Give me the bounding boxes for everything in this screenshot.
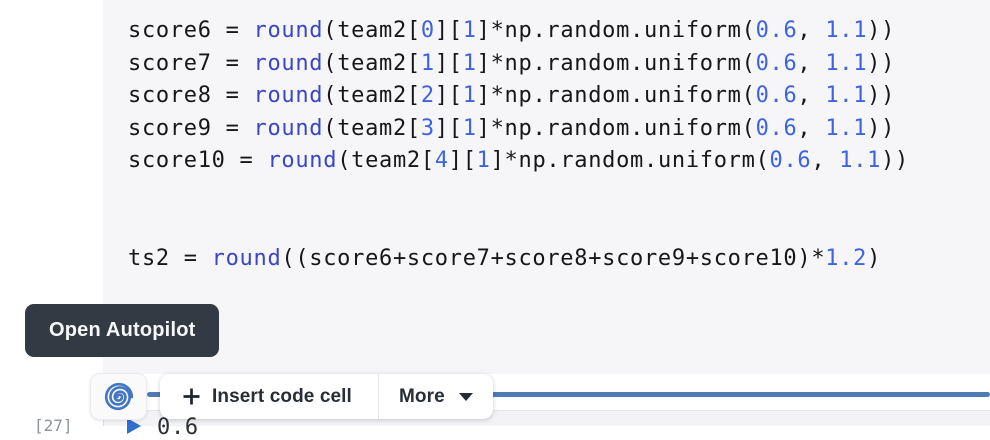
next-cell-code-fragment: 0.6 <box>157 415 199 440</box>
insert-code-cell-button[interactable]: Insert code cell <box>160 374 378 419</box>
insert-code-cell-label: Insert code cell <box>212 385 352 407</box>
spiral-icon <box>103 381 135 413</box>
chevron-down-icon <box>458 392 473 401</box>
autopilot-tooltip: Open Autopilot <box>25 304 220 357</box>
toolbar-divider <box>377 374 379 419</box>
insert-cell-indicator-line <box>147 392 990 397</box>
code-cell: score6 = round(team2[0][1]*np.random.uni… <box>103 0 990 374</box>
insert-toolbar: Insert code cell More <box>160 374 493 419</box>
autopilot-button[interactable] <box>90 373 147 420</box>
plus-icon <box>182 387 201 406</box>
more-label: More <box>398 385 445 407</box>
tooltip-label: Open Autopilot <box>49 319 196 341</box>
run-cell-button[interactable] <box>127 418 141 434</box>
more-button[interactable]: More <box>379 374 493 419</box>
code-editor[interactable]: score6 = round(team2[0][1]*np.random.uni… <box>128 18 909 271</box>
